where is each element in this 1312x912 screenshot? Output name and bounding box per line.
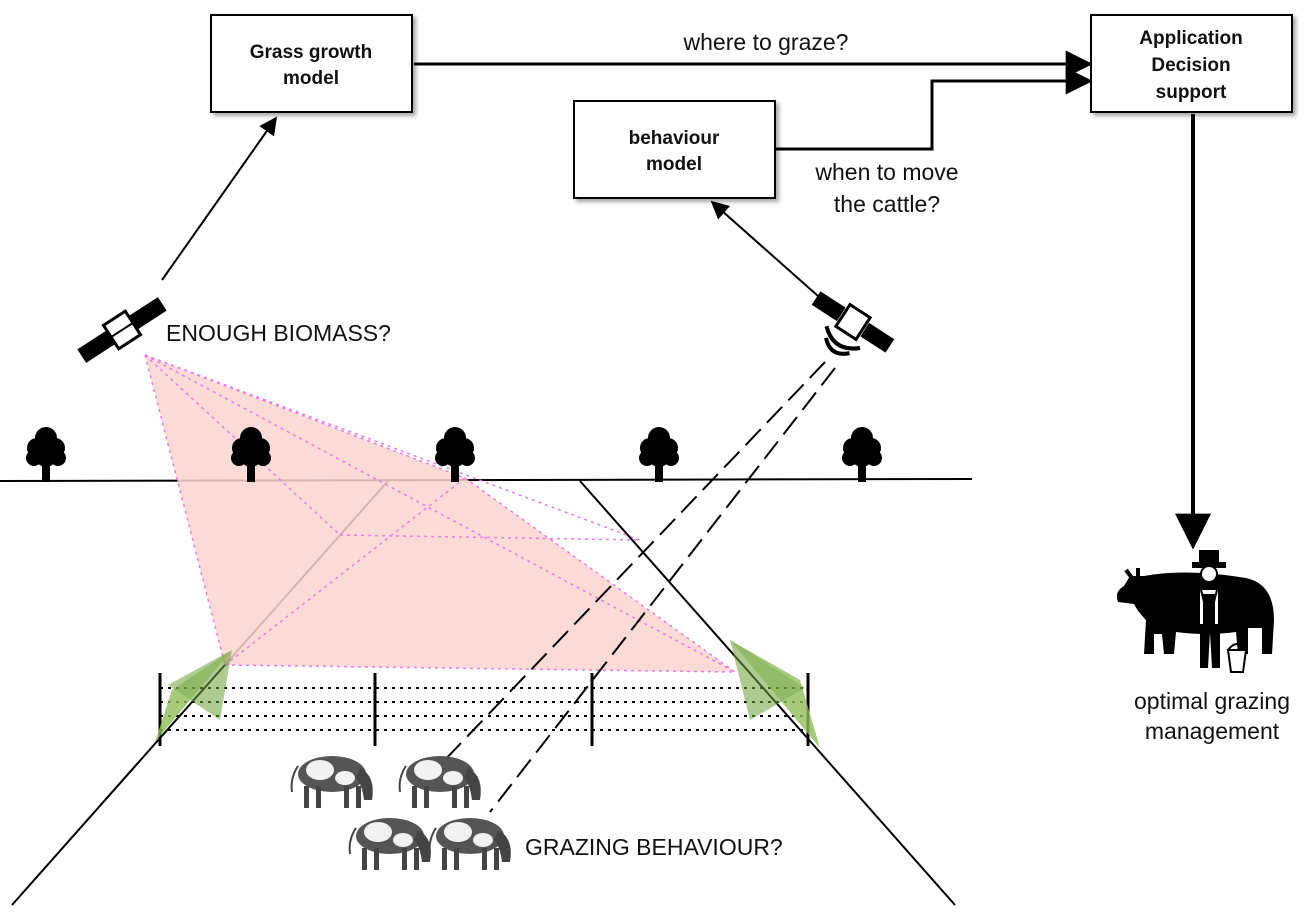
- when-to-move-label: when to move: [814, 159, 958, 185]
- box-title-line: behaviour: [629, 128, 720, 149]
- gps-beams: [439, 361, 836, 813]
- box-title-line: Application: [1139, 28, 1242, 49]
- tree-icon: [231, 427, 271, 482]
- box-title-line: Grass growth: [250, 42, 372, 63]
- tree-icon: [435, 427, 475, 482]
- cow-herd: [290, 756, 511, 870]
- satellite-icon: [811, 291, 895, 356]
- box-title-line: Decision: [1151, 55, 1230, 76]
- satellite-footprint: [144, 354, 736, 673]
- behaviour-model-box: behaviour model: [573, 100, 776, 199]
- trees: [26, 427, 882, 482]
- tree-icon: [639, 427, 679, 482]
- enough-biomass-label: ENOUGH BIOMASS?: [166, 320, 391, 346]
- arrow-satellite-to-grass: [161, 116, 278, 281]
- arrows: [161, 50, 1211, 550]
- box-title-line: model: [283, 68, 339, 89]
- farmer-with-cow-icon: [1116, 550, 1274, 673]
- arrow-satellite-to-behaviour: [710, 200, 819, 297]
- fence: [158, 673, 810, 746]
- horizon-line: [0, 478, 973, 482]
- satellite-icon: [77, 297, 167, 363]
- ground-sensor-right: [730, 640, 820, 748]
- where-to-graze-label: where to graze?: [683, 29, 849, 55]
- arrow-behaviour-to-application: [776, 67, 1093, 151]
- cow-icon: [398, 756, 481, 808]
- cow-icon: [428, 818, 511, 870]
- optimal-management-label: management: [1145, 718, 1280, 744]
- application-decision-support-box: Application Decision support: [1090, 14, 1293, 113]
- when-to-move-label: the cattle?: [834, 191, 940, 217]
- grass-growth-model-box: Grass growth model: [210, 14, 413, 113]
- cow-icon: [290, 756, 373, 808]
- grazing-behaviour-label: GRAZING BEHAVIOUR?: [525, 834, 783, 860]
- optimal-management-label: optimal grazing: [1134, 688, 1290, 714]
- box-title-line: support: [1156, 82, 1227, 103]
- box-title-line: model: [646, 154, 702, 175]
- cow-icon: [348, 818, 431, 870]
- tree-icon: [26, 427, 66, 482]
- ground-sensor-left: [155, 650, 232, 742]
- tree-icon: [842, 427, 882, 482]
